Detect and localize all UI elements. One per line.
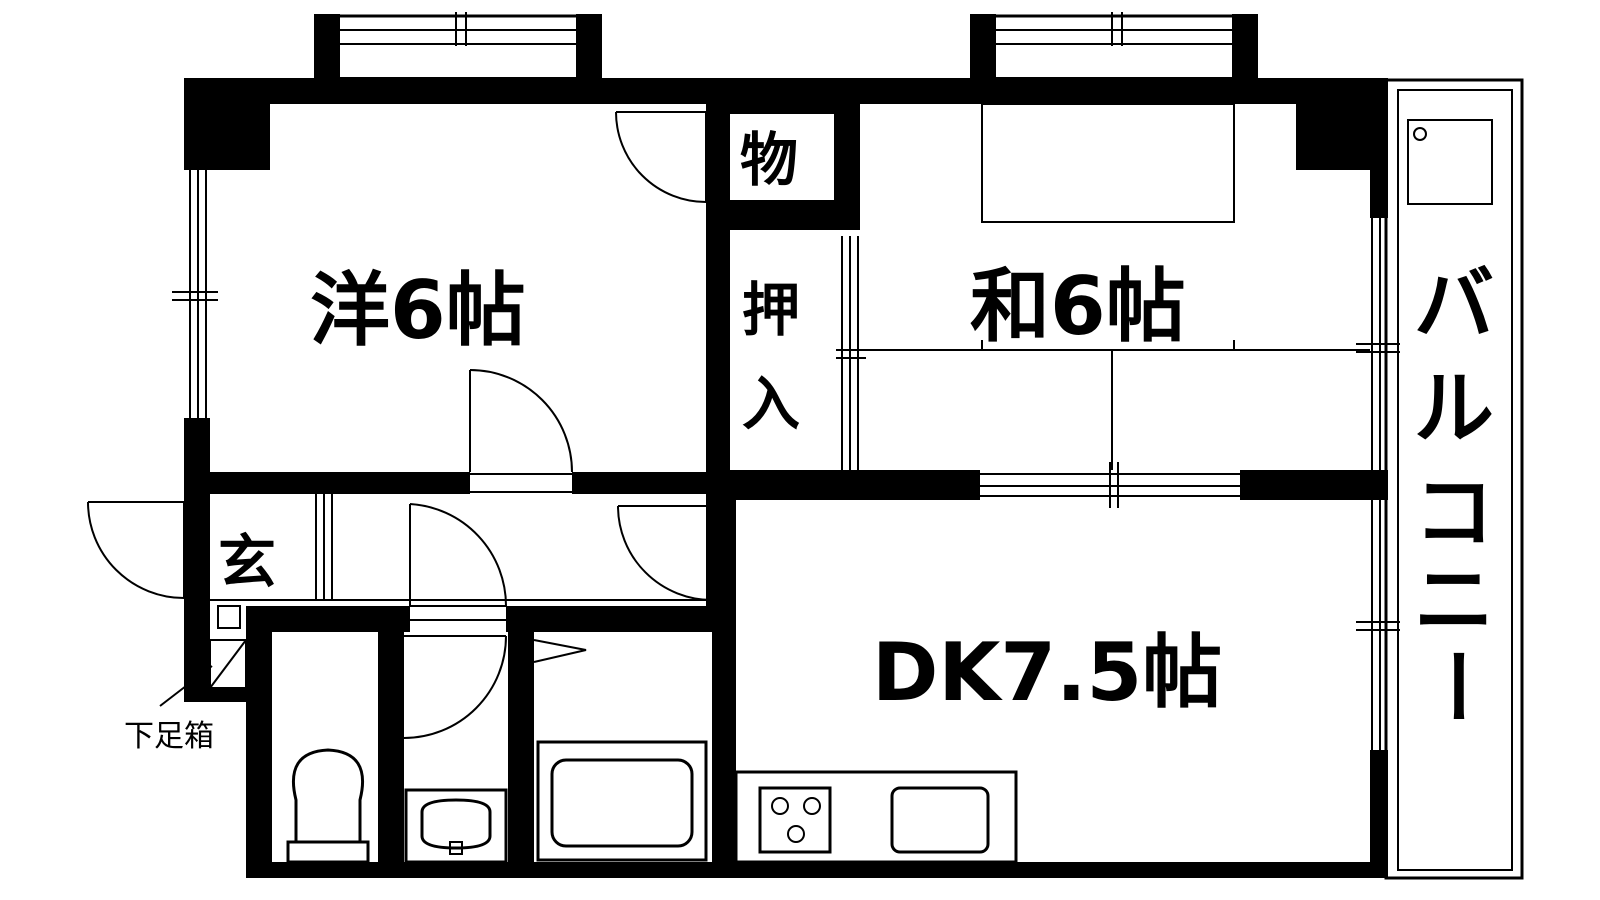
japanese-room-tatami — [860, 103, 1370, 470]
wash-basin — [404, 788, 508, 864]
window-right-upper — [1356, 218, 1400, 470]
bathtub — [536, 740, 708, 862]
door-hall-wash — [409, 503, 508, 621]
door-toilet — [385, 635, 507, 739]
interior-walls — [184, 78, 1388, 878]
closet-sliding-door — [836, 236, 866, 470]
kitchen-sink-icon — [890, 786, 990, 854]
label-western-room: 洋6帖 — [310, 264, 526, 357]
label-entrance: 玄 — [218, 528, 276, 596]
label-storage: 物 — [740, 126, 798, 194]
door-western-room — [615, 111, 707, 203]
door-hall-dk — [617, 505, 713, 601]
window-bay-left — [314, 12, 602, 104]
gas-stove-icon — [758, 786, 832, 854]
balcony-drain-box — [1407, 119, 1493, 205]
label-balcony-char: ー — [1409, 646, 1502, 726]
window-bay-right — [970, 12, 1258, 104]
door-entrance — [87, 501, 185, 599]
shoe-box — [159, 639, 247, 707]
label-balcony: バ ル コ ニ ー — [1409, 258, 1502, 726]
label-dining-kitchen: DK7.5帖 — [872, 626, 1222, 719]
door-western-hall — [469, 369, 573, 493]
label-closet-bottom: 入 — [742, 370, 800, 438]
label-balcony-char: バ — [1414, 258, 1494, 351]
toilet — [286, 748, 370, 864]
entrance-step — [210, 494, 712, 629]
label-balcony-char: コ — [1414, 466, 1494, 559]
label-shoe-box: 下足箱 — [124, 719, 214, 754]
label-balcony-char: ル — [1414, 362, 1494, 455]
kitchen-counter — [734, 770, 1018, 864]
window-right-lower — [1356, 500, 1400, 750]
japanese-dk-sliding-door — [980, 462, 1240, 508]
label-balcony-char: ニ — [1414, 554, 1494, 647]
label-closet-top: 押 — [742, 276, 800, 344]
label-japanese-room: 和6帖 — [970, 260, 1186, 353]
door-bath — [515, 639, 587, 740]
window-left — [172, 170, 218, 418]
